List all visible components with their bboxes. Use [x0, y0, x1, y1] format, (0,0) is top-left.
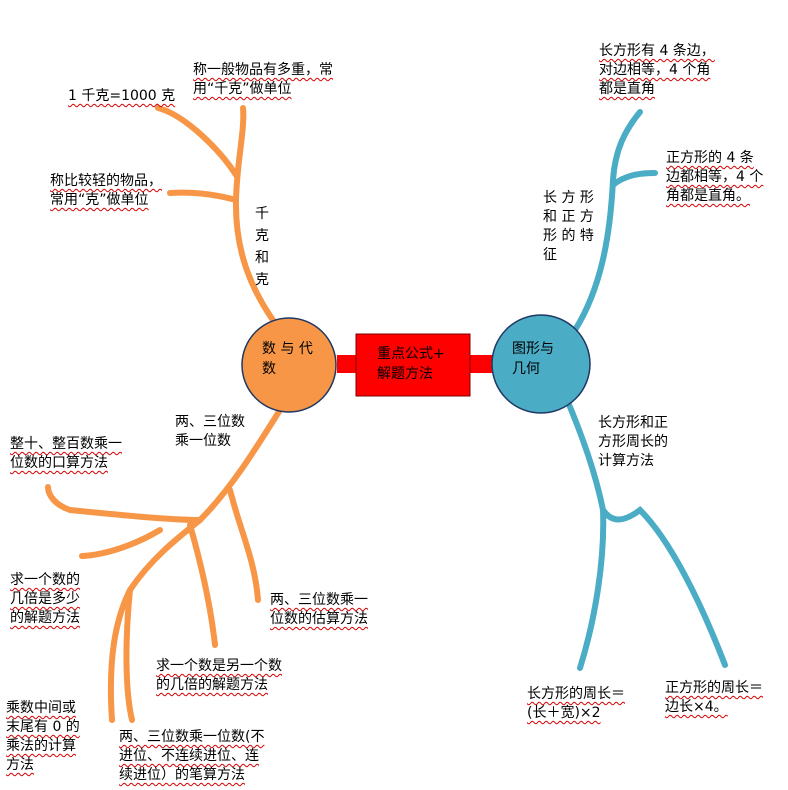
branch-trunk-multiply [107, 407, 283, 723]
branch-kg-1000 [155, 105, 239, 178]
item-zero-multiply: 乘数中间或 末尾有 0 的 乘法的计算 方法 [6, 700, 80, 773]
left-node-title: 数 与 代 数 [262, 339, 313, 379]
right-node-circle [491, 314, 591, 414]
right-node-line2: 几何 [512, 361, 540, 377]
item-kg-unit: 称一般物品有多重，常 用“千克”做单位 [193, 62, 333, 97]
branch-light-items [167, 189, 239, 203]
branch-oral-calc [45, 484, 203, 523]
item-times-of-number: 求一个数的 几倍是多少 的解题方法 [10, 572, 80, 626]
branch-square-features [610, 170, 658, 188]
item-gram-unit: 称比较轻的物品， 常用“克”做单位 [50, 173, 162, 208]
left-node-circle [241, 317, 337, 413]
branch-trunk-features [572, 109, 643, 333]
left-node-line2: 数 [262, 361, 276, 377]
branch-how-many-times [187, 522, 218, 648]
item-square-features: 正方形的 4 条 边都相等，4 个 角都是直角。 [666, 150, 764, 204]
branch-written [123, 587, 135, 723]
connector-right [470, 355, 494, 373]
branch-label-multiply: 两、三位数 乘一位数 [175, 414, 245, 449]
branch-estimate [227, 487, 261, 603]
item-rectangle-features: 长方形有 4 条边， 对边相等，4 个角 都是直角 [599, 43, 715, 97]
center-title-line1: 重点公式+ [377, 346, 445, 362]
center-title: 重点公式+ 解题方法 [377, 344, 445, 384]
branch-times [79, 527, 163, 559]
branch-label-perimeter: 长方形和正 方形周长的 计算方法 [598, 415, 668, 469]
branch-label-grams: 千克和克 [255, 206, 269, 288]
connector-left [337, 355, 359, 373]
orange-lower-branches [45, 407, 283, 723]
item-how-many-times: 求一个数是另一个数 的几倍的解题方法 [156, 658, 282, 693]
orange-upper-branches [155, 105, 283, 333]
left-node-line1: 数 与 代 [262, 341, 313, 357]
item-square-perimeter: 正方形的周长＝ 边长×4。 [665, 680, 763, 715]
right-node-title: 图形与 几何 [512, 339, 554, 379]
item-written-calc: 两、三位数乘一位数(不 进位、不连续进位、连 续进位）的笔算方法 [119, 729, 265, 783]
center-title-line2: 解题方法 [377, 366, 433, 382]
right-node-line1: 图形与 [512, 341, 554, 357]
item-oral-calc: 整十、整百数乘一 位数的口算方法 [10, 436, 122, 471]
branch-square-perimeter [600, 506, 728, 668]
blue-branches [562, 109, 728, 671]
item-kg-1000: 1 千克=1000 克 [68, 88, 176, 104]
item-rectangle-perimeter: 长方形的周长＝ (长＋宽)×2 [527, 686, 625, 721]
branch-label-features: 长 方 形 和 正 方 形 的 特 征 [543, 190, 594, 263]
center-box [355, 333, 471, 397]
item-estimate: 两、三位数乘一 位数的估算方法 [270, 592, 368, 627]
